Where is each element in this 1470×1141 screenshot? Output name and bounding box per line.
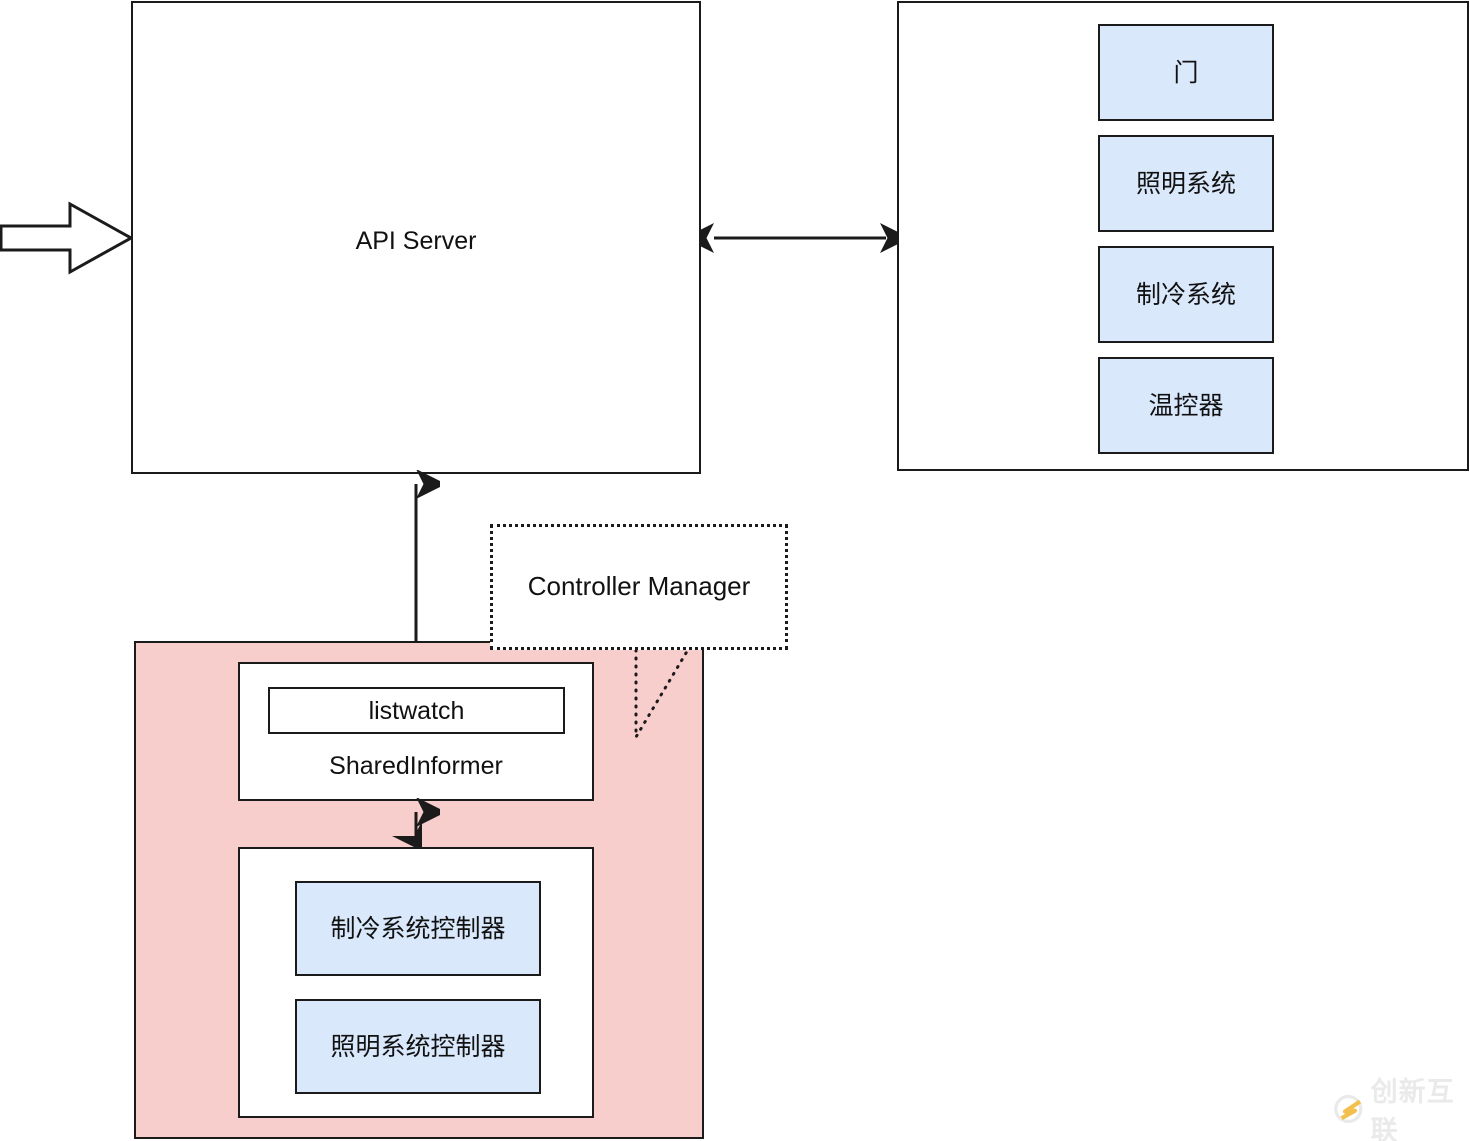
api-server-to-devices-arrow: [700, 223, 900, 253]
device-box-thermostat[interactable]: 温控器: [1098, 357, 1274, 454]
watermark-logo-icon: [1334, 1094, 1363, 1124]
inbound-block-arrow: [0, 201, 133, 275]
api-server-box: API Server: [131, 1, 701, 474]
device-box-door[interactable]: 门: [1098, 24, 1274, 121]
watermark: 创新互联: [1330, 1077, 1464, 1141]
api-server-label: API Server: [355, 227, 477, 255]
controller-label: 制冷系统控制器: [330, 914, 506, 943]
controller-box-lighting[interactable]: 照明系统控制器: [295, 999, 541, 1094]
api-server-to-shared-informer-arrow: [392, 470, 440, 670]
controllers-container-box: 制冷系统控制器 照明系统控制器: [238, 847, 594, 1118]
controller-manager-label: Controller Manager: [527, 571, 751, 602]
device-label: 门: [1173, 58, 1199, 87]
device-box-cooling[interactable]: 制冷系统: [1098, 246, 1274, 343]
listwatch-box[interactable]: listwatch: [268, 687, 565, 734]
device-label: 照明系统: [1135, 169, 1236, 198]
shared-informer-label: SharedInformer: [329, 752, 503, 780]
watermark-text: 创新互联: [1370, 1077, 1455, 1141]
controller-manager-callout: Controller Manager: [490, 524, 788, 650]
devices-panel: 门 照明系统 制冷系统 温控器: [897, 1, 1469, 471]
listwatch-label: listwatch: [368, 696, 465, 725]
device-label: 温控器: [1148, 391, 1224, 420]
controller-box-cooling[interactable]: 制冷系统控制器: [295, 881, 541, 976]
shared-informer-to-controllers-arrow: [392, 798, 440, 850]
shared-informer-box: listwatch SharedInformer: [238, 662, 594, 801]
device-label: 制冷系统: [1135, 280, 1236, 309]
device-box-lighting[interactable]: 照明系统: [1098, 135, 1274, 232]
controller-label: 照明系统控制器: [330, 1032, 506, 1061]
